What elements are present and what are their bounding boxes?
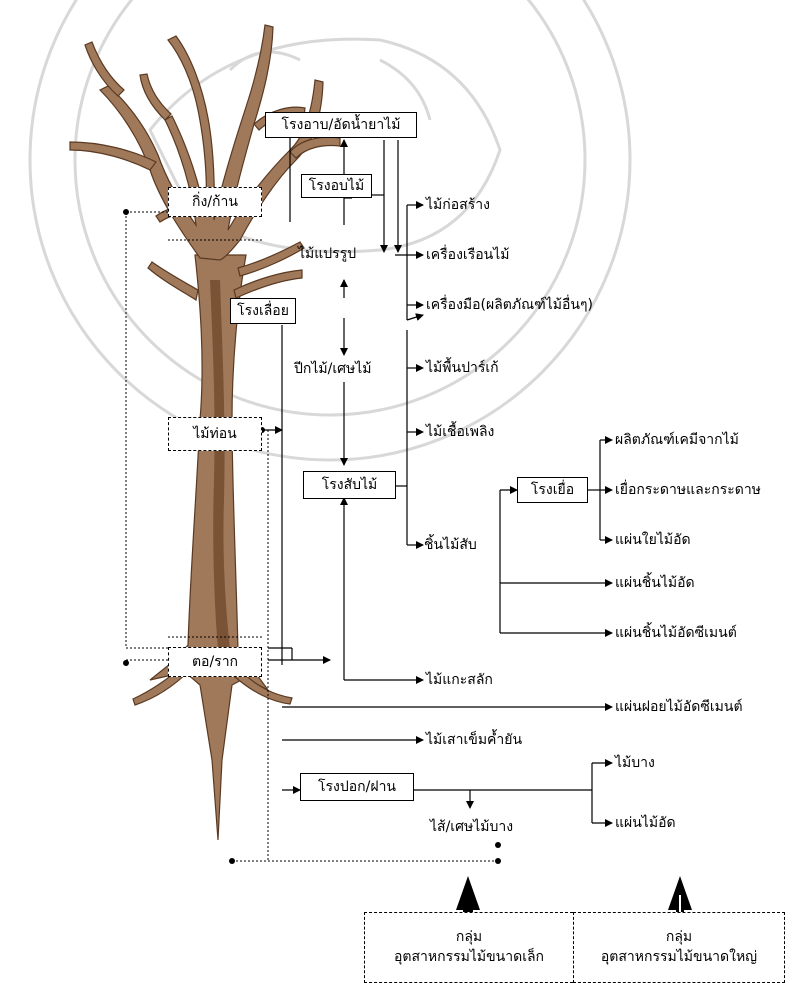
university-seal-watermark [30,0,630,460]
product-tools: เครื่องมือ(ผลิตภัณฑ์ไม้อื่นๆ) [426,296,593,314]
product-fuelwood: ไม้เชื้อเพลิง [426,423,494,441]
processed-wood-label: ไม้แปรรูป [298,245,356,263]
legend-large-industry: กลุ่ม อุตสาหกรรมไม้ขนาดใหญ่ [573,912,785,983]
product-construction-wood: ไม้ก่อสร้าง [426,196,490,214]
kiln-mill-box: โรงอาบ/อัดน้ำยาไม้ [265,112,417,138]
legend-large-name: อุตสาหกรรมไม้ขนาดใหญ่ [574,947,784,967]
product-chemical: ผลิตภัณฑ์เคมีจากไม้ [615,431,739,449]
chipping-mill-box: โรงสับไม้ [303,471,396,499]
peeling-mill-box: โรงปอก/ฝาน [300,773,414,801]
product-furniture: เครื่องเรือนไม้ [426,246,509,264]
product-fiberboard: แผ่นใยไม้อัด [615,531,691,549]
legend-small-industry: กลุ่ม อุตสาหกรรมไม้ขนาดเล็ก [364,912,573,983]
log-box: ไม้ท่อน [168,417,262,451]
wood-chips-label: ชิ้นไม้สับ [424,536,477,554]
product-pulp-paper: เยื่อกระดาษและกระดาษ [615,481,761,499]
product-particleboard: แผ่นชิ้นไม้อัด [615,574,695,592]
pulp-mill-box: โรงเยื่อ [517,477,588,503]
product-poles-props: ไม้เสาเข็มค้ำยัน [426,731,522,749]
veneer-waste-label: ไส้/เศษไม้บาง [430,818,513,836]
legend-small-name: อุตสาหกรรมไม้ขนาดเล็ก [365,947,573,967]
branches-box: กิ่ง/ก้าน [168,187,262,217]
product-cement-particleboard: แผ่นชิ้นไม้อัดซีเมนต์ [615,624,737,642]
product-parquet: ไม้พื้นปาร์เก้ [426,359,499,377]
drying-mill-box: โรงอบไม้ [301,174,372,198]
product-cement-fiberboard: แผ่นฝอยไม้อัดซีเมนต์ [615,698,743,716]
legend-small-group: กลุ่ม [365,927,573,947]
product-plywood: แผ่นไม้อัด [615,814,676,832]
stump-root-box: ตอ/ราก [168,647,262,677]
product-veneer: ไม้บาง [615,754,655,772]
legend-large-group: กลุ่ม [574,927,784,947]
sawmill-box: โรงเลื่อย [230,298,296,324]
offcuts-label: ปีกไม้/เศษไม้ [294,360,372,378]
product-carving-wood: ไม้แกะสลัก [426,671,493,689]
